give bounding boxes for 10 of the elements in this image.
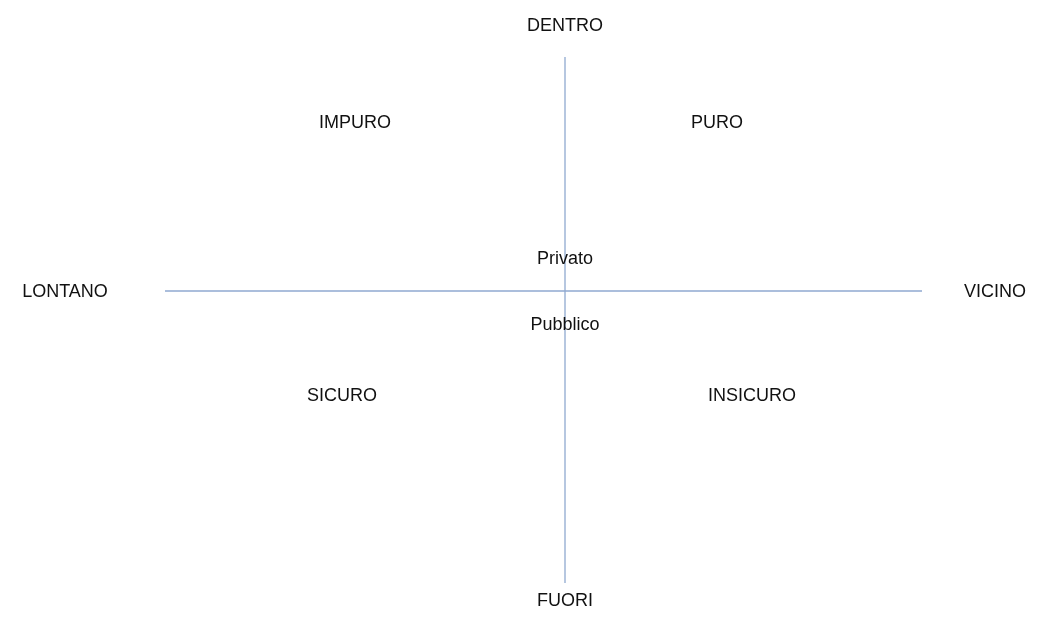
axis-label: IMPURO xyxy=(319,111,391,133)
axis-label: PURO xyxy=(691,111,743,133)
axis-label: SICURO xyxy=(307,384,377,406)
axis-label: LONTANO xyxy=(22,280,108,302)
axis-label: INSICURO xyxy=(708,384,796,406)
axis-label: FUORI xyxy=(537,589,593,611)
axis-label: VICINO xyxy=(964,280,1026,302)
axis-label: Pubblico xyxy=(530,313,600,335)
axis-label: Privato xyxy=(537,247,593,269)
axis-label: DENTRO xyxy=(527,14,603,36)
